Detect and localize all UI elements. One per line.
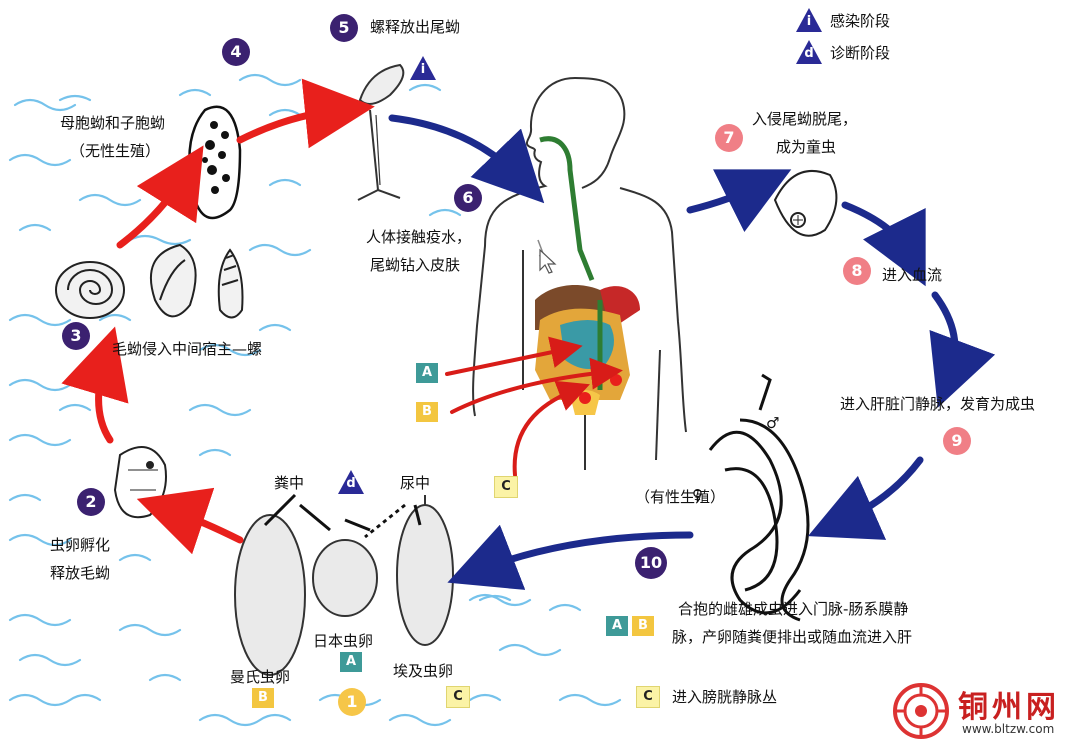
step-5: 5	[330, 14, 358, 42]
step-3: 3	[62, 322, 90, 350]
diag-stage-icon: d	[796, 40, 822, 64]
watermark-name: 铜州网	[958, 690, 1060, 725]
step-2: 2	[77, 488, 105, 516]
tag-a-japonicum: A	[340, 652, 362, 672]
female-symbol: ♀	[692, 486, 703, 504]
tag-a-intestine: A	[416, 363, 438, 383]
tag-a-paired: A	[606, 616, 628, 636]
blue-arrows	[388, 114, 996, 590]
sporocyst-label: 母胞蚴和子胞蚴	[60, 114, 166, 132]
lose-tail-label: 入侵尾蚴脱尾，	[752, 110, 858, 128]
red-thin-arrows	[445, 336, 623, 477]
water-waves	[8, 73, 622, 727]
snails-illustration	[55, 243, 244, 319]
tag-b-mansoni: B	[252, 688, 274, 708]
snail-host-label: 毛蚴侵入中间宿主—螺	[112, 340, 263, 358]
cercariae-infect-icon: i	[410, 56, 436, 80]
step-8: 8	[843, 257, 871, 285]
watermark-logo-icon	[893, 683, 949, 739]
sporocyst-asexual-label: （无性生殖）	[70, 142, 161, 160]
watermark: 铜州网 www.bltzw.com	[892, 682, 1072, 742]
cursor-icon	[539, 248, 557, 274]
step-7: 7	[715, 124, 743, 152]
sporocyst-illustration	[188, 105, 242, 220]
watermark-url: www.bltzw.com	[962, 722, 1055, 736]
infect-stage-icon: i	[796, 8, 822, 32]
tag-c-haematobium: C	[446, 686, 470, 708]
tag-b-paired: B	[632, 616, 654, 636]
portal-vein-label: 进入肝脏门静脉，发育为成虫	[840, 395, 1036, 413]
eggs-illustration	[234, 495, 454, 676]
sexual-reproduction-label: （有性生殖）	[635, 488, 726, 506]
japonicum-egg-label: 日本虫卵	[313, 632, 374, 650]
infect-stage-label: 感染阶段	[830, 12, 891, 30]
schistosomula-label: 成为童虫	[776, 138, 837, 156]
step-6: 6	[454, 184, 482, 212]
step-4: 4	[222, 38, 250, 66]
mansoni-egg-label: 曼氏虫卵	[230, 668, 291, 686]
tag-c-bladder: C	[494, 476, 518, 498]
haematobium-egg-label: 埃及虫卵	[393, 662, 454, 680]
contact-water-label: 人体接触疫水，	[366, 228, 472, 246]
diag-stage-label: 诊断阶段	[830, 44, 891, 62]
release-miracidia-label: 释放毛蚴	[50, 564, 111, 582]
eggs-diag-icon: d	[338, 470, 364, 494]
adult-worms-illustration	[708, 373, 810, 622]
red-arrows	[61, 78, 375, 555]
paired-worms-label: 合抱的雌雄成虫进入门脉-肠系膜静	[678, 600, 909, 618]
cercaria-illustration	[357, 63, 405, 201]
tag-b-intestine: B	[416, 402, 438, 422]
human-body	[472, 77, 687, 470]
egg-hatch-label: 虫卵孵化	[50, 536, 111, 554]
in-feces-label: 粪中	[274, 474, 305, 492]
step-9: 9	[943, 427, 971, 455]
cercariae-release-label: 螺释放出尾蚴	[370, 18, 461, 36]
male-symbol: ♂	[766, 414, 780, 432]
schistosomulum-illustration	[773, 170, 838, 237]
egg-connectors	[263, 493, 422, 539]
in-urine-label: 尿中	[400, 474, 431, 492]
eggs-excreted-label: 脉，产卵随粪便排出或随血流进入肝	[672, 628, 913, 646]
bladder-plexus-label: 进入膀胱静脉丛	[672, 688, 778, 706]
step-1: 1	[338, 688, 366, 716]
miracidium-illustration	[113, 446, 167, 519]
bloodstream-label: 进入血流	[882, 266, 943, 284]
penetrate-skin-label: 尾蚴钻入皮肤	[370, 256, 461, 274]
tag-c-legend: C	[636, 686, 660, 708]
step-10: 10	[635, 547, 667, 579]
